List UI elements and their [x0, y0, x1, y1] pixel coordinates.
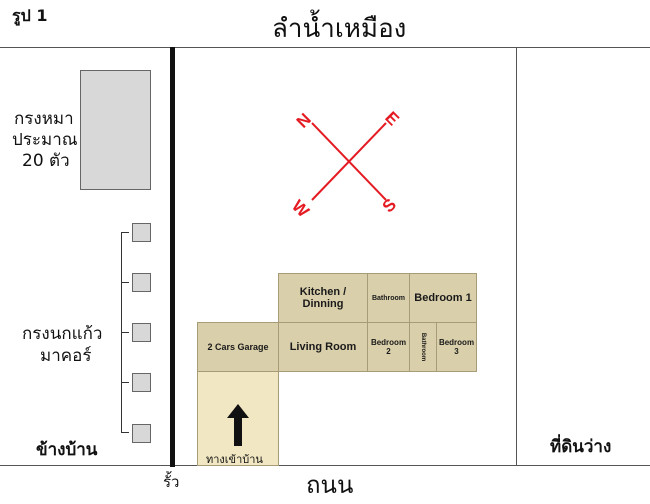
room-garage: 2 Cars Garage: [197, 322, 279, 372]
room-bathroom-top: Bathroom: [367, 273, 410, 323]
room-bedroom-2: Bedroom 2: [367, 322, 410, 372]
room-living: Living Room: [278, 322, 368, 372]
room-garage-label: 2 Cars Garage: [207, 342, 269, 352]
cage-bracket-tick-5: [121, 432, 129, 433]
room-bathroom-top-label: Bathroom: [371, 294, 406, 302]
bird-cage-2: [132, 273, 151, 292]
road-label: ถนน: [306, 471, 354, 499]
bird-cage-3: [132, 323, 151, 342]
room-bedroom-3-label-2: 3: [454, 347, 459, 356]
fence-label: รั้ว: [163, 473, 180, 491]
room-living-label: Living Room: [289, 341, 357, 353]
compass-cross-icon: [311, 122, 387, 201]
room-bedroom-2-label-1: Bedroom: [370, 338, 407, 347]
bird-cage-5: [132, 424, 151, 443]
right-boundary-line: [516, 47, 517, 466]
top-boundary-line: [0, 47, 650, 48]
cage-bracket-tick-2: [121, 282, 129, 283]
room-kitchen: Kitchen / Dinning: [278, 273, 368, 323]
arrow-up-icon: [227, 404, 249, 446]
room-bedroom-2-label-2: 2: [386, 347, 391, 356]
cage-bracket-tick-4: [121, 382, 129, 383]
figure-label: รูป 1: [12, 6, 48, 25]
dog-cage-block: [80, 70, 151, 190]
room-bathroom-vertical-label: Bathroom: [420, 332, 426, 362]
entrance-label: ทางเข้าบ้าน: [206, 453, 263, 466]
dog-cage-label-3: 20 ตัว: [22, 151, 70, 171]
top-canal-label: ลำน้ำเหมือง: [272, 14, 407, 44]
cage-bracket-tick-1: [121, 232, 129, 233]
dog-cage-label-2: ประมาณ: [12, 130, 78, 150]
room-kitchen-label-2: Dinning: [302, 298, 344, 310]
bottom-road-line: [0, 465, 650, 466]
room-bedroom-1-label: Bedroom 1: [414, 292, 472, 304]
room-kitchen-label-1: Kitchen /: [299, 286, 347, 298]
room-bedroom-3: Bedroom 3: [436, 322, 477, 372]
fence-line: [170, 47, 175, 467]
room-bedroom-3-label-1: Bedroom: [438, 338, 475, 347]
neighbor-label: ข้างบ้าน: [36, 440, 98, 460]
cage-bracket-tick-3: [121, 332, 129, 333]
empty-land-label: ที่ดินว่าง: [550, 437, 612, 457]
bird-cage-label-1: กรงนกแก้ว: [22, 324, 103, 344]
bird-cage-1: [132, 223, 151, 242]
bird-cage-4: [132, 373, 151, 392]
dog-cage-label-1: กรงหมา: [14, 109, 74, 129]
bird-cage-label-2: มาคอร์: [40, 346, 92, 366]
room-bedroom-1: Bedroom 1: [409, 273, 477, 323]
room-bathroom-vertical: Bathroom: [409, 322, 437, 372]
